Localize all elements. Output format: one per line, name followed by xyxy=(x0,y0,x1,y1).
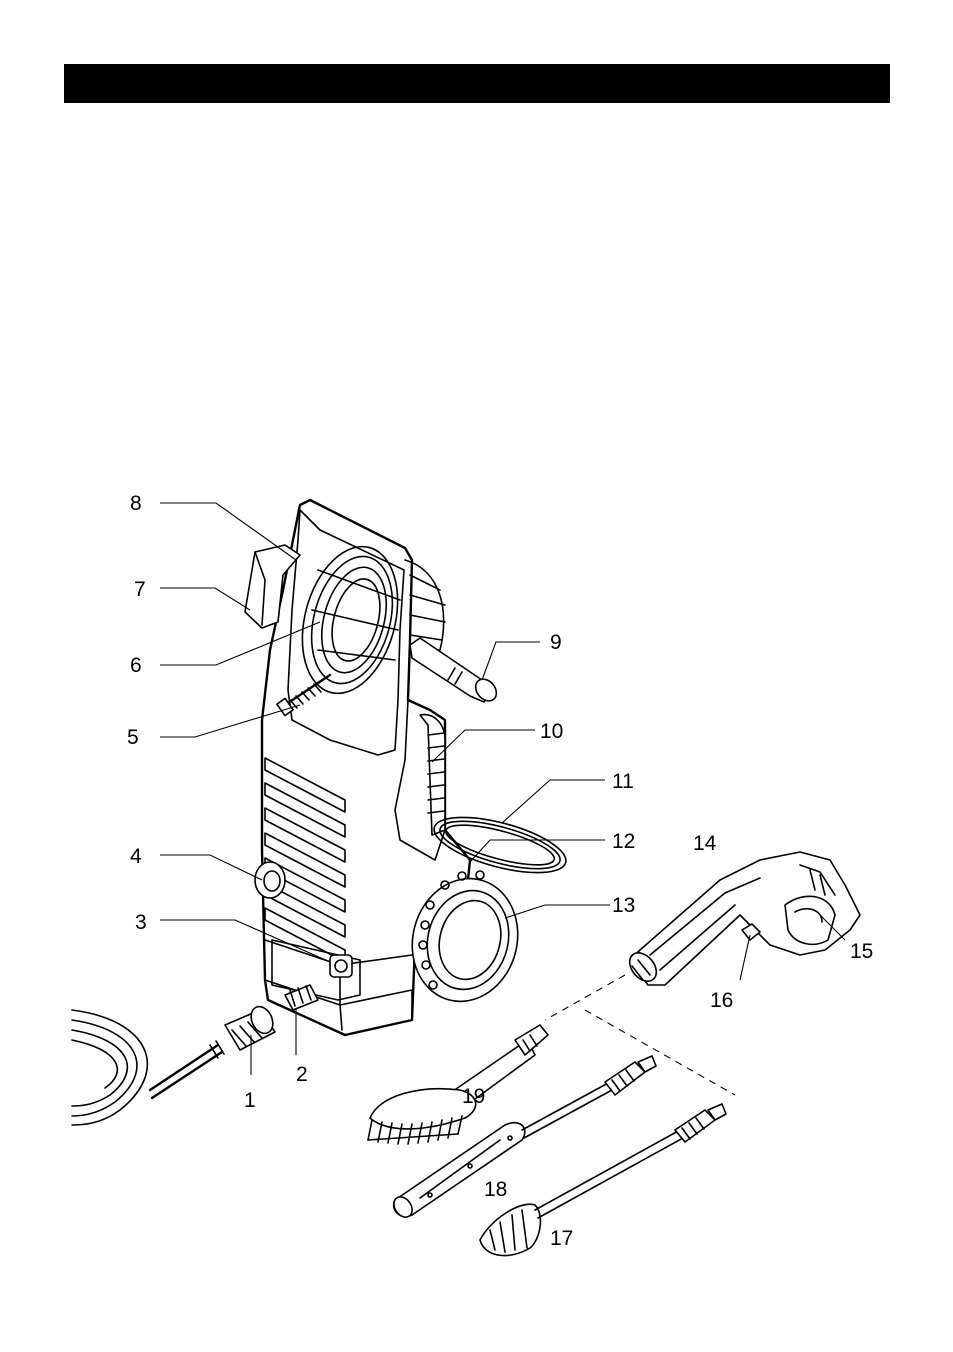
label-15: 15 xyxy=(850,940,873,963)
label-9: 9 xyxy=(550,631,562,654)
label-4: 4 xyxy=(130,845,142,868)
crank-handle xyxy=(410,638,501,705)
label-18: 18 xyxy=(484,1178,507,1201)
wheel xyxy=(399,867,532,1014)
label-3: 3 xyxy=(135,911,147,934)
label-19: 19 xyxy=(462,1085,485,1108)
label-11: 11 xyxy=(612,770,634,793)
label-2: 2 xyxy=(296,1063,308,1086)
label-17: 17 xyxy=(550,1227,573,1250)
label-8: 8 xyxy=(130,492,142,515)
spray-lance-vario xyxy=(390,1056,656,1221)
gun-holder xyxy=(420,715,445,835)
label-13: 13 xyxy=(612,894,635,917)
label-5: 5 xyxy=(127,726,139,749)
hose-reel xyxy=(287,536,445,704)
label-14: 14 xyxy=(693,832,717,855)
label-16: 16 xyxy=(710,989,733,1012)
label-1: 1 xyxy=(244,1089,256,1112)
power-cord xyxy=(429,806,572,884)
label-7: 7 xyxy=(134,578,146,601)
label-10: 10 xyxy=(540,720,563,743)
label-6: 6 xyxy=(130,654,142,677)
label-12: 12 xyxy=(612,830,635,853)
